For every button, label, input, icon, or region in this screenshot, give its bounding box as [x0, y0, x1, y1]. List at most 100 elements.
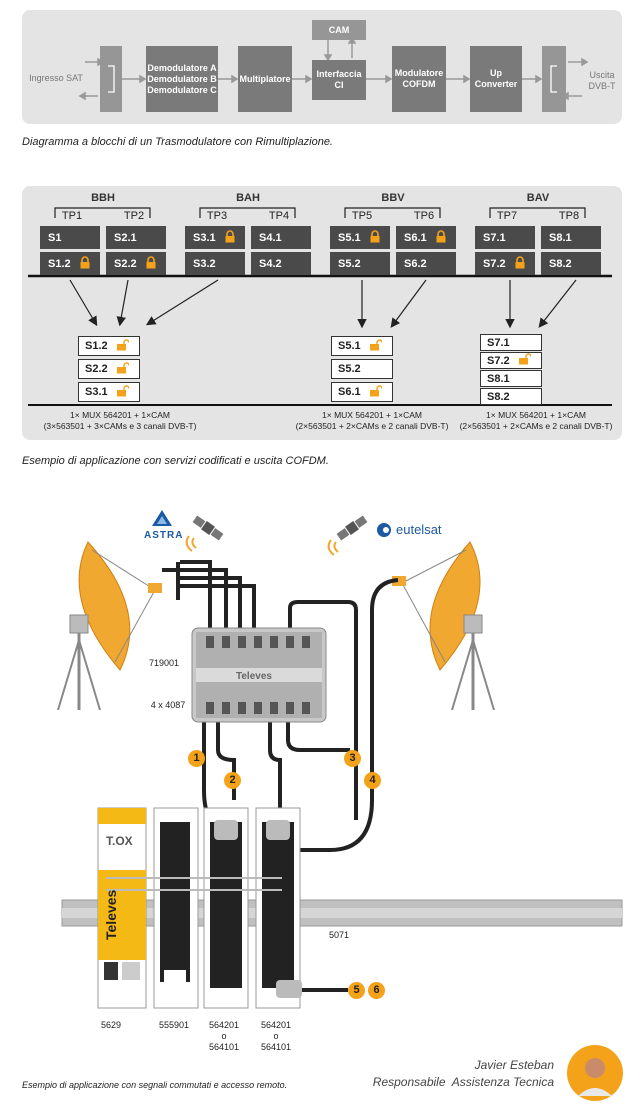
unlock-icon [369, 384, 383, 400]
tp-label: TP5 [351, 210, 373, 222]
bracket-icon [550, 65, 557, 93]
output-service: S1.2 [78, 336, 140, 356]
service-block: S8.2 [541, 252, 601, 275]
tp-label: TP2 [123, 210, 145, 222]
output-service: S7.1 [480, 334, 542, 351]
output-service: S8.1 [480, 370, 542, 387]
right-dish-icon [392, 541, 495, 711]
service-block: S3.1 [185, 226, 245, 249]
tox-label: T.OX [106, 834, 133, 848]
output-number: 6 [368, 982, 385, 999]
unlock-icon [518, 353, 532, 368]
output-service: S6.1 [331, 382, 393, 402]
output-service: S5.2 [331, 359, 393, 379]
multiswitch-brand: Televes [236, 671, 272, 682]
unlock-icon [116, 338, 130, 354]
mux-module-icon [255, 807, 301, 1009]
eutelsat-brand-label: eutelsat [396, 522, 442, 537]
module-brand: Televes [103, 889, 119, 940]
output-service: S7.2 [480, 352, 542, 369]
tp-label: TP7 [496, 210, 518, 222]
service-block: S6.1 [396, 226, 456, 249]
installation-caption: Esempio di applicazione con segnali comm… [22, 1080, 288, 1090]
lock-icon [514, 255, 526, 272]
mux-note: 1× MUX 564201 + 1×CAM (2×563501 + 2×CAMs… [459, 410, 613, 431]
cable-number: 2 [224, 772, 241, 789]
satellite-icon [336, 515, 368, 541]
tp-label: TP4 [268, 210, 290, 222]
cam-block: CAM [312, 20, 366, 40]
unlock-icon [369, 338, 383, 354]
demodulator-block: Demodulatore A Demodulatore B Demodulato… [146, 46, 218, 112]
service-block: S1 [40, 226, 100, 249]
group-label-bbv: BBV [381, 192, 405, 204]
input-splitter-block [100, 46, 122, 112]
author-role: Responsabile Assistenza Tecnica [372, 1075, 554, 1089]
lock-icon [145, 255, 157, 272]
eutelsat-logo-icon [377, 523, 391, 537]
dvbt-output-label: Uscita DVB-T [588, 70, 616, 91]
service-block: S5.2 [330, 252, 390, 275]
satellite-icon [192, 515, 224, 541]
sat-input-label: Ingresso SAT [29, 73, 83, 83]
astra-logo-icon [152, 510, 172, 526]
output-mixer-block [542, 46, 566, 112]
lock-icon [369, 229, 381, 246]
multiplexer-block: Multiplatore [238, 46, 292, 112]
service-block: S4.1 [251, 226, 311, 249]
unlock-icon [116, 361, 130, 377]
service-block: S3.2 [185, 252, 245, 275]
ci-interface-block: Interfaccia CI [312, 60, 366, 100]
module-code: 564201 o 564101 [260, 1020, 292, 1052]
tp-label: TP8 [558, 210, 580, 222]
author-name: Javier Esteban [474, 1058, 554, 1072]
group-label-bav: BAV [526, 192, 550, 204]
module-code: 555901 [158, 1020, 190, 1030]
tox-module-icon [97, 807, 147, 1009]
output-service: S2.2 [78, 359, 140, 379]
service-block: S8.1 [541, 226, 601, 249]
tp-label: TP3 [206, 210, 228, 222]
installation-illustration [57, 510, 623, 1009]
controller-module-icon [153, 807, 199, 1009]
rail-code: 5071 [328, 930, 350, 940]
service-block: S6.2 [396, 252, 456, 275]
service-block: S4.2 [251, 252, 311, 275]
service-block: S2.1 [106, 226, 166, 249]
service-block: S2.2 [106, 252, 166, 275]
group-label-bah: BAH [236, 192, 260, 204]
author-avatar [567, 1045, 623, 1101]
module-code: 5629 [100, 1020, 122, 1030]
output-service: S5.1 [331, 336, 393, 356]
mux-module-icon [203, 807, 249, 1009]
group-label-bbh: BBH [91, 192, 115, 204]
application-example-lines [28, 207, 612, 406]
service-block: S7.2 [475, 252, 535, 275]
bracket-icon [108, 65, 115, 93]
module-code: 564201 o 564101 [208, 1020, 240, 1052]
output-service: S3.1 [78, 382, 140, 402]
cable-number: 1 [188, 750, 205, 767]
mux-note: 1× MUX 564201 + 1×CAM (2×563501 + 2×CAMs… [295, 410, 449, 431]
cofdm-modulator-block: Modulatore COFDM [392, 46, 446, 112]
cable-number: 3 [344, 750, 361, 767]
service-block: S5.1 [330, 226, 390, 249]
tp-label: TP1 [61, 210, 83, 222]
mux-note: 1× MUX 564201 + 1×CAM (3×563501 + 3×CAMs… [43, 410, 197, 431]
application-example-caption: Esempio di applicazione con servizi codi… [22, 455, 329, 467]
lock-icon [224, 229, 236, 246]
service-block: S1.2 [40, 252, 100, 275]
astra-brand-label: ASTRA [144, 530, 184, 541]
lock-icon [435, 229, 447, 246]
left-dish-icon [57, 541, 162, 711]
output-number: 5 [348, 982, 365, 999]
multiswitch-code: 4 x 4087 [150, 700, 186, 710]
unlock-icon [116, 384, 130, 400]
multiswitch-code: 719001 [148, 658, 180, 668]
tp-label: TP6 [413, 210, 435, 222]
output-service: S8.2 [480, 388, 542, 405]
multiswitch-icon [191, 627, 327, 723]
service-block: S7.1 [475, 226, 535, 249]
cable-number: 4 [364, 772, 381, 789]
upconverter-block: Up Converter [470, 46, 522, 112]
